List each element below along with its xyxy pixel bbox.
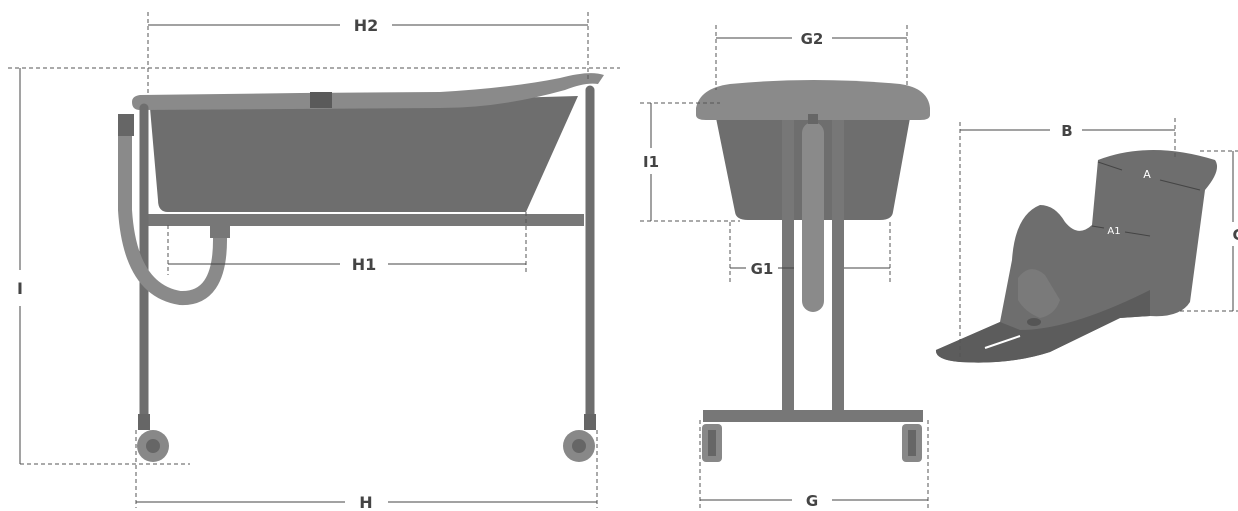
label-i1: I1 xyxy=(643,153,659,171)
side-view xyxy=(118,73,604,462)
bath-seat: A A1 xyxy=(935,150,1218,363)
crossbar-side xyxy=(148,214,584,226)
label-a: A xyxy=(1143,168,1151,181)
label-g2: G2 xyxy=(801,30,824,48)
seat-front-face xyxy=(935,290,1150,363)
base-bar-front xyxy=(703,410,923,422)
label-h1: H1 xyxy=(352,255,377,274)
tub-rim-side xyxy=(132,73,604,110)
front-view-dimensions: G2 I1 G1 G xyxy=(640,25,929,510)
drain-outlet xyxy=(210,224,230,238)
label-a1: A1 xyxy=(1107,226,1120,237)
side-view-dimensions: H2 I H1 H xyxy=(8,12,620,511)
tub-rim-front xyxy=(696,80,930,120)
label-g1: G1 xyxy=(751,260,774,278)
wheel-right-front xyxy=(902,424,922,462)
seat-crotch xyxy=(1018,269,1060,318)
tub-handle-side xyxy=(310,92,332,108)
wheel-right-side xyxy=(563,414,596,462)
seat-drain-hole xyxy=(1027,318,1041,326)
front-view xyxy=(696,80,930,462)
hose-connector xyxy=(118,114,134,136)
label-h2: H2 xyxy=(354,16,379,35)
label-h: H xyxy=(359,493,372,511)
wheel-left-front xyxy=(702,424,722,462)
label-g: G xyxy=(806,492,818,510)
column-left-front xyxy=(782,120,794,412)
column-right-front xyxy=(832,120,844,412)
wheel-left-side xyxy=(137,414,169,462)
label-b: B xyxy=(1061,122,1072,140)
tub-body-side xyxy=(150,96,578,212)
drain-pipe-front xyxy=(802,122,824,312)
seat-dimensions: B C xyxy=(959,118,1238,360)
drain-hose xyxy=(118,118,227,306)
label-c: C xyxy=(1232,226,1238,244)
label-i: I xyxy=(17,279,23,298)
